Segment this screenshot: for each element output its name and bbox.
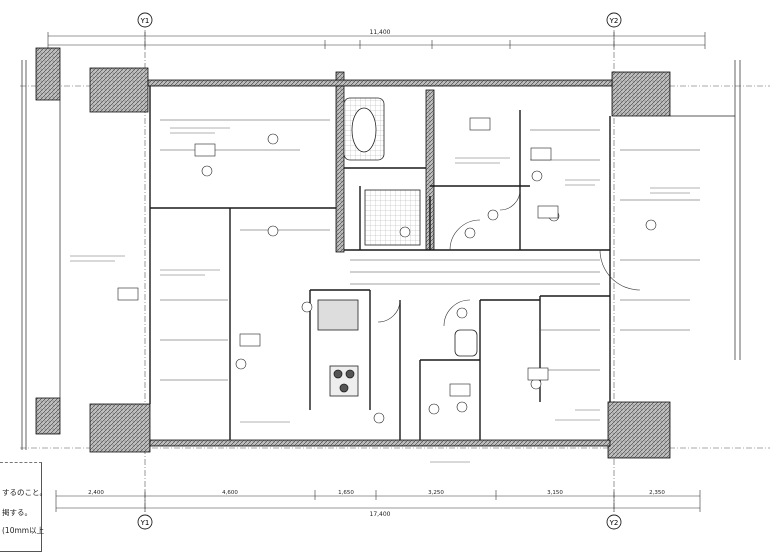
axis-label-bottom-y2: Y2: [609, 519, 619, 527]
dimension-bottom-segment: 2,400: [88, 490, 104, 496]
balcony: [21, 60, 741, 450]
wall-top-exterior: [147, 79, 613, 87]
toilet: [454, 329, 478, 357]
note-line: (10mm以上: [2, 526, 45, 535]
column-far-left-bottom: [35, 397, 61, 435]
column-top-right: [611, 71, 671, 117]
bottom-segment-labels: 2,400 4,600 1,650 3,250 3,150 2,350: [88, 490, 665, 496]
note-line: 掲する。: [2, 508, 32, 517]
kitchen-sink: [317, 299, 359, 331]
dimension-bottom-segment: 2,350: [649, 490, 665, 496]
axis-bubble-bottom-y2: Y2: [606, 514, 622, 530]
column-bottom-right: [607, 401, 671, 459]
partition-walls: [149, 86, 611, 440]
annotation-marks: [70, 127, 700, 463]
wall-core-1: [335, 71, 345, 253]
column-far-left-top: [35, 47, 61, 101]
washroom-floor: [364, 189, 421, 246]
dimension-bottom-segment: 1,650: [338, 490, 354, 496]
fixture-symbols: [201, 133, 657, 424]
dimension-top-total: 11,400: [370, 29, 391, 36]
dimension-bottom-segment: 3,250: [428, 490, 444, 496]
dimension-bottom-segment: 4,600: [222, 490, 238, 496]
axis-bubble-bottom-y1: Y1: [137, 514, 153, 530]
axis-bubble-top-y1: Y1: [137, 12, 153, 28]
axis-label-top-y2: Y2: [609, 17, 619, 25]
axis-label-bottom-y1: Y1: [140, 519, 150, 527]
note-line: するのこと。: [2, 488, 47, 497]
wall-bottom-exterior: [149, 439, 611, 447]
door-swings: [377, 189, 641, 327]
bottom-dimension-chain: [55, 490, 701, 512]
axis-label-top-y1: Y1: [140, 17, 150, 25]
wet-area: [317, 97, 478, 397]
dimension-bottom-total: 17,400: [370, 511, 391, 518]
dimension-bottom-segment: 3,150: [547, 490, 563, 496]
room-label-boxes: [117, 117, 559, 397]
column-top-left: [89, 67, 149, 113]
structural-columns: [35, 47, 671, 459]
column-bottom-left: [89, 403, 151, 453]
detail-lines: [160, 119, 700, 381]
top-dimension-chain: [47, 32, 706, 49]
axis-bubble-top-y2: Y2: [606, 12, 622, 28]
notes-panel: するのこと。 掲する。 (10mm以上: [0, 462, 47, 552]
